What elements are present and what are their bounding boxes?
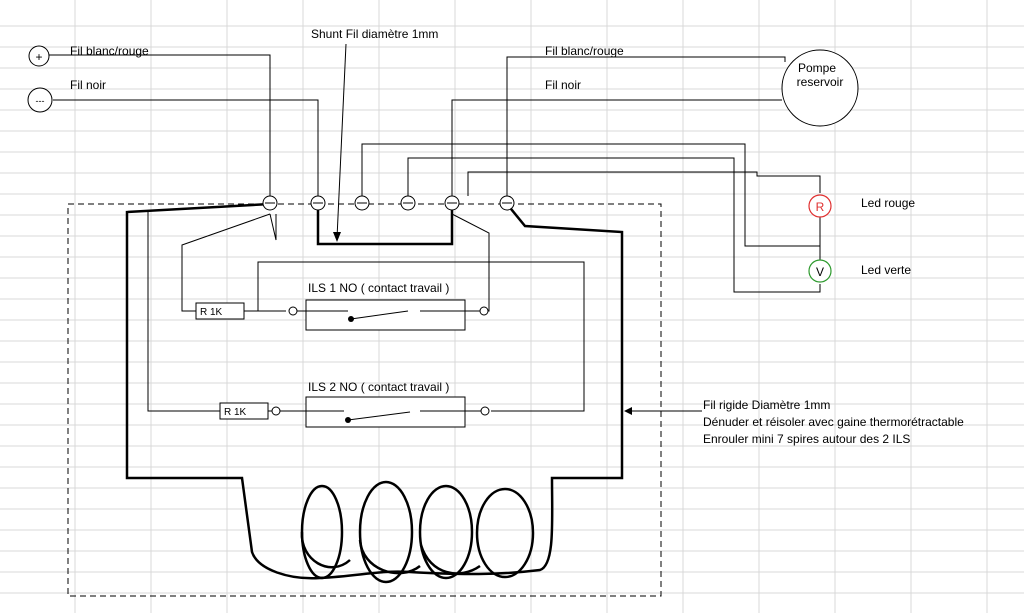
label-fil-blanc-rouge-left: Fil blanc/rouge [70, 44, 149, 58]
led-v-symbol: V [816, 265, 824, 279]
led-rouge: R [808, 194, 832, 218]
resistor-2-label: R 1K [224, 407, 247, 418]
supply-plus-terminal: + [28, 45, 50, 67]
ils-coil-spires [300, 480, 535, 584]
label-shunt: Shunt Fil diamètre 1mm [311, 27, 438, 41]
label-led-rouge: Led rouge [861, 196, 915, 210]
ils-2-label: ILS 2 NO ( contact travail ) [308, 380, 449, 394]
minus-symbol: --- [36, 96, 45, 106]
shunt-arrow [333, 43, 347, 242]
fil-rigide-arrow [624, 407, 702, 415]
ils-2-switch: ILS 2 NO ( contact travail ) [271, 380, 490, 428]
thick-wires [125, 202, 624, 580]
resistor-1: R 1K [195, 302, 245, 320]
ils-1-label: ILS 1 NO ( contact travail ) [308, 281, 449, 295]
label-led-verte: Led verte [861, 263, 911, 277]
note-fil-rigide-line3: Enrouler mini 7 spires autour des 2 ILS [703, 432, 910, 446]
enclosure-dashed-box [67, 203, 662, 597]
resistor-2: R 1K [219, 402, 269, 420]
note-fil-rigide-line1: Fil rigide Diamètre 1mm [703, 398, 830, 412]
plus-symbol: + [35, 50, 42, 64]
ils-1-switch: ILS 1 NO ( contact travail ) [288, 281, 489, 331]
label-fil-blanc-rouge-right: Fil blanc/rouge [545, 44, 624, 58]
led-r-symbol: R [816, 200, 825, 214]
pompe-reservoir: Pompe reservoir [781, 49, 859, 127]
resistor-1-label: R 1K [200, 307, 223, 318]
label-fil-noir-left: Fil noir [70, 78, 106, 92]
label-fil-noir-right: Fil noir [545, 78, 581, 92]
supply-minus-terminal: --- [27, 87, 53, 113]
led-verte: V [808, 259, 832, 283]
pompe-label-line2: reservoir [797, 75, 844, 89]
pompe-label-line1: Pompe [798, 61, 836, 75]
terminal-block [262, 195, 515, 211]
note-fil-rigide-line2: Dénuder et réisoler avec gaine thermorét… [703, 415, 964, 429]
